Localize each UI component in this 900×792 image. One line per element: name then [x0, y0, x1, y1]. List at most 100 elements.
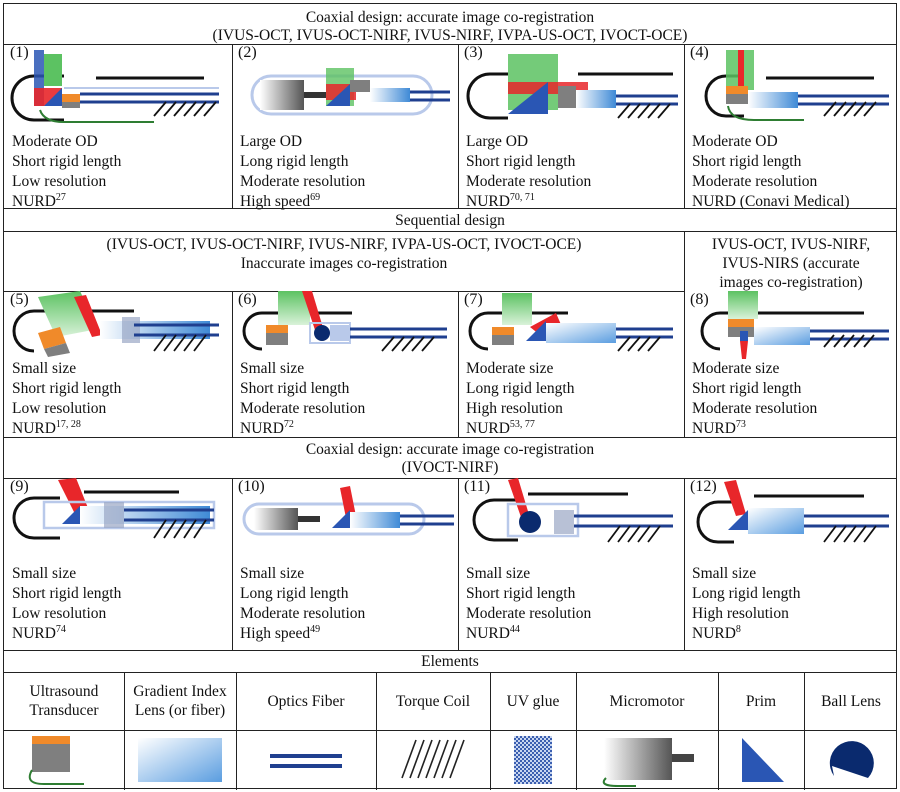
- reference: 72: [283, 419, 294, 430]
- property: Small size: [466, 565, 531, 582]
- design-cell-2: (2) Large OD Long rigid length Moderate …: [232, 44, 458, 210]
- header2-title: Sequential design: [395, 212, 505, 229]
- property: Short rigid length: [12, 585, 122, 602]
- reference: 44: [509, 624, 520, 635]
- header2-right-line1: IVUS-OCT, IVUS-NIRF,: [711, 236, 871, 253]
- property-limitation: NURD44: [466, 624, 520, 643]
- design-cell-8: (8) Moderate size Short rigid length Mod…: [684, 291, 898, 437]
- uv-glue-icon: [514, 736, 552, 784]
- coaxial-probe-10-drawing: [242, 486, 454, 536]
- cell-number: (11): [464, 478, 491, 495]
- property: Moderate size: [466, 360, 554, 377]
- sequential-probe-8-drawing: [700, 291, 889, 359]
- cell-number: (6): [238, 291, 257, 308]
- property: Long rigid length: [692, 585, 801, 602]
- divider: [376, 672, 377, 790]
- property-limitation: NURD17, 28: [12, 419, 81, 438]
- reference: 27: [55, 192, 66, 203]
- header2-right-line3: images co-registration): [719, 274, 863, 291]
- coaxial-probe-2-drawing: [250, 68, 450, 116]
- divider: [4, 437, 896, 438]
- sequential-probe-7-drawing: [468, 293, 673, 352]
- sequential-probe-5-drawing: [12, 291, 219, 357]
- property: Low resolution: [12, 605, 107, 622]
- property-limitation: NURD72: [240, 419, 294, 438]
- property: Long rigid length: [240, 153, 349, 170]
- coaxial-probe-12-drawing: [696, 480, 889, 544]
- design-cell-5: (5) Small size Short rigid length Low re…: [4, 291, 232, 437]
- cell-number: (7): [464, 291, 483, 308]
- property-limitation: High speed49: [240, 624, 321, 643]
- property-limitation: NURD70, 71: [466, 192, 535, 211]
- coaxial-probe-11-drawing: [472, 478, 673, 543]
- property-limitation: High speed69: [240, 192, 321, 211]
- coaxial-probe-4-drawing: [704, 50, 889, 121]
- property-limitation: NURD (Conavi Medical): [692, 193, 850, 210]
- reference: 70, 71: [509, 192, 535, 203]
- divider: [4, 672, 896, 673]
- property-limitation: NURD8: [692, 624, 741, 643]
- property: Short rigid length: [12, 380, 122, 397]
- property: Moderate OD: [692, 133, 778, 150]
- cell-number: (12): [690, 478, 717, 495]
- divider: [4, 231, 896, 232]
- reference: 17, 28: [55, 419, 81, 430]
- divider: [458, 478, 459, 650]
- property: Short rigid length: [466, 153, 576, 170]
- property: Long rigid length: [240, 585, 349, 602]
- reference: 53, 77: [509, 419, 535, 430]
- divider: [124, 672, 125, 790]
- divider: [4, 44, 896, 45]
- design-cell-11: (11) Small size Short rigid length Moder…: [458, 478, 684, 650]
- divider: [684, 231, 685, 437]
- cell-number: (4): [690, 44, 709, 61]
- divider: [232, 478, 233, 650]
- property-limitation: NURD74: [12, 624, 66, 643]
- property: Small size: [12, 360, 77, 377]
- property: Moderate resolution: [466, 605, 592, 622]
- ultrasound-transducer-icon: [28, 736, 84, 785]
- property: Moderate size: [692, 360, 780, 377]
- property: Moderate resolution: [466, 173, 592, 190]
- ball-lens-icon: [829, 741, 874, 778]
- divider: [4, 291, 684, 292]
- cell-number: (1): [10, 44, 29, 61]
- elements-title: Elements: [421, 653, 479, 670]
- coaxial-probe-1-drawing: [10, 50, 219, 123]
- property: Small size: [692, 565, 757, 582]
- micromotor-icon: [602, 738, 694, 787]
- divider: [804, 672, 805, 790]
- sequential-probe-6-drawing: [242, 291, 447, 352]
- reference: 69: [310, 192, 321, 203]
- property: Short rigid length: [692, 380, 802, 397]
- divider: [4, 208, 896, 209]
- header2-left-line1: (IVUS-OCT, IVUS-OCT-NIRF, IVUS-NIRF, IVP…: [106, 236, 582, 253]
- coaxial-probe-9-drawing: [12, 478, 216, 540]
- cell-number: (3): [464, 44, 483, 61]
- header1-line1: Coaxial design: accurate image co-regist…: [305, 9, 595, 26]
- design-cell-1: (1) Moderate OD Short rigid length Low r…: [4, 44, 232, 210]
- divider: [576, 672, 577, 790]
- property: Short rigid length: [466, 585, 576, 602]
- property-limitation: NURD53, 77: [466, 419, 535, 438]
- element-label: Micromotor: [609, 692, 685, 710]
- divider: [458, 291, 459, 437]
- property: Short rigid length: [240, 380, 350, 397]
- cell-number: (9): [10, 478, 29, 495]
- design-cell-3: (3) Large OD Short rigid length Moderate…: [458, 44, 684, 210]
- property: Moderate OD: [12, 133, 98, 150]
- design-cell-12: (12) Small size Long rigid length High r…: [684, 478, 898, 650]
- property: Small size: [12, 565, 77, 582]
- divider: [458, 44, 459, 208]
- header3-line2: (IVOCT-NIRF): [401, 459, 499, 476]
- property: Moderate resolution: [240, 605, 366, 622]
- divider: [684, 44, 685, 208]
- property: Moderate resolution: [692, 173, 818, 190]
- divider: [4, 650, 896, 651]
- divider: [4, 730, 896, 731]
- property: Large OD: [466, 133, 529, 150]
- header1-line2: (IVUS-OCT, IVUS-OCT-NIRF, IVUS-NIRF, IVP…: [212, 27, 688, 44]
- property: Moderate resolution: [692, 400, 818, 417]
- header3-line1: Coaxial design: accurate image co-regist…: [305, 441, 595, 458]
- divider: [4, 478, 896, 479]
